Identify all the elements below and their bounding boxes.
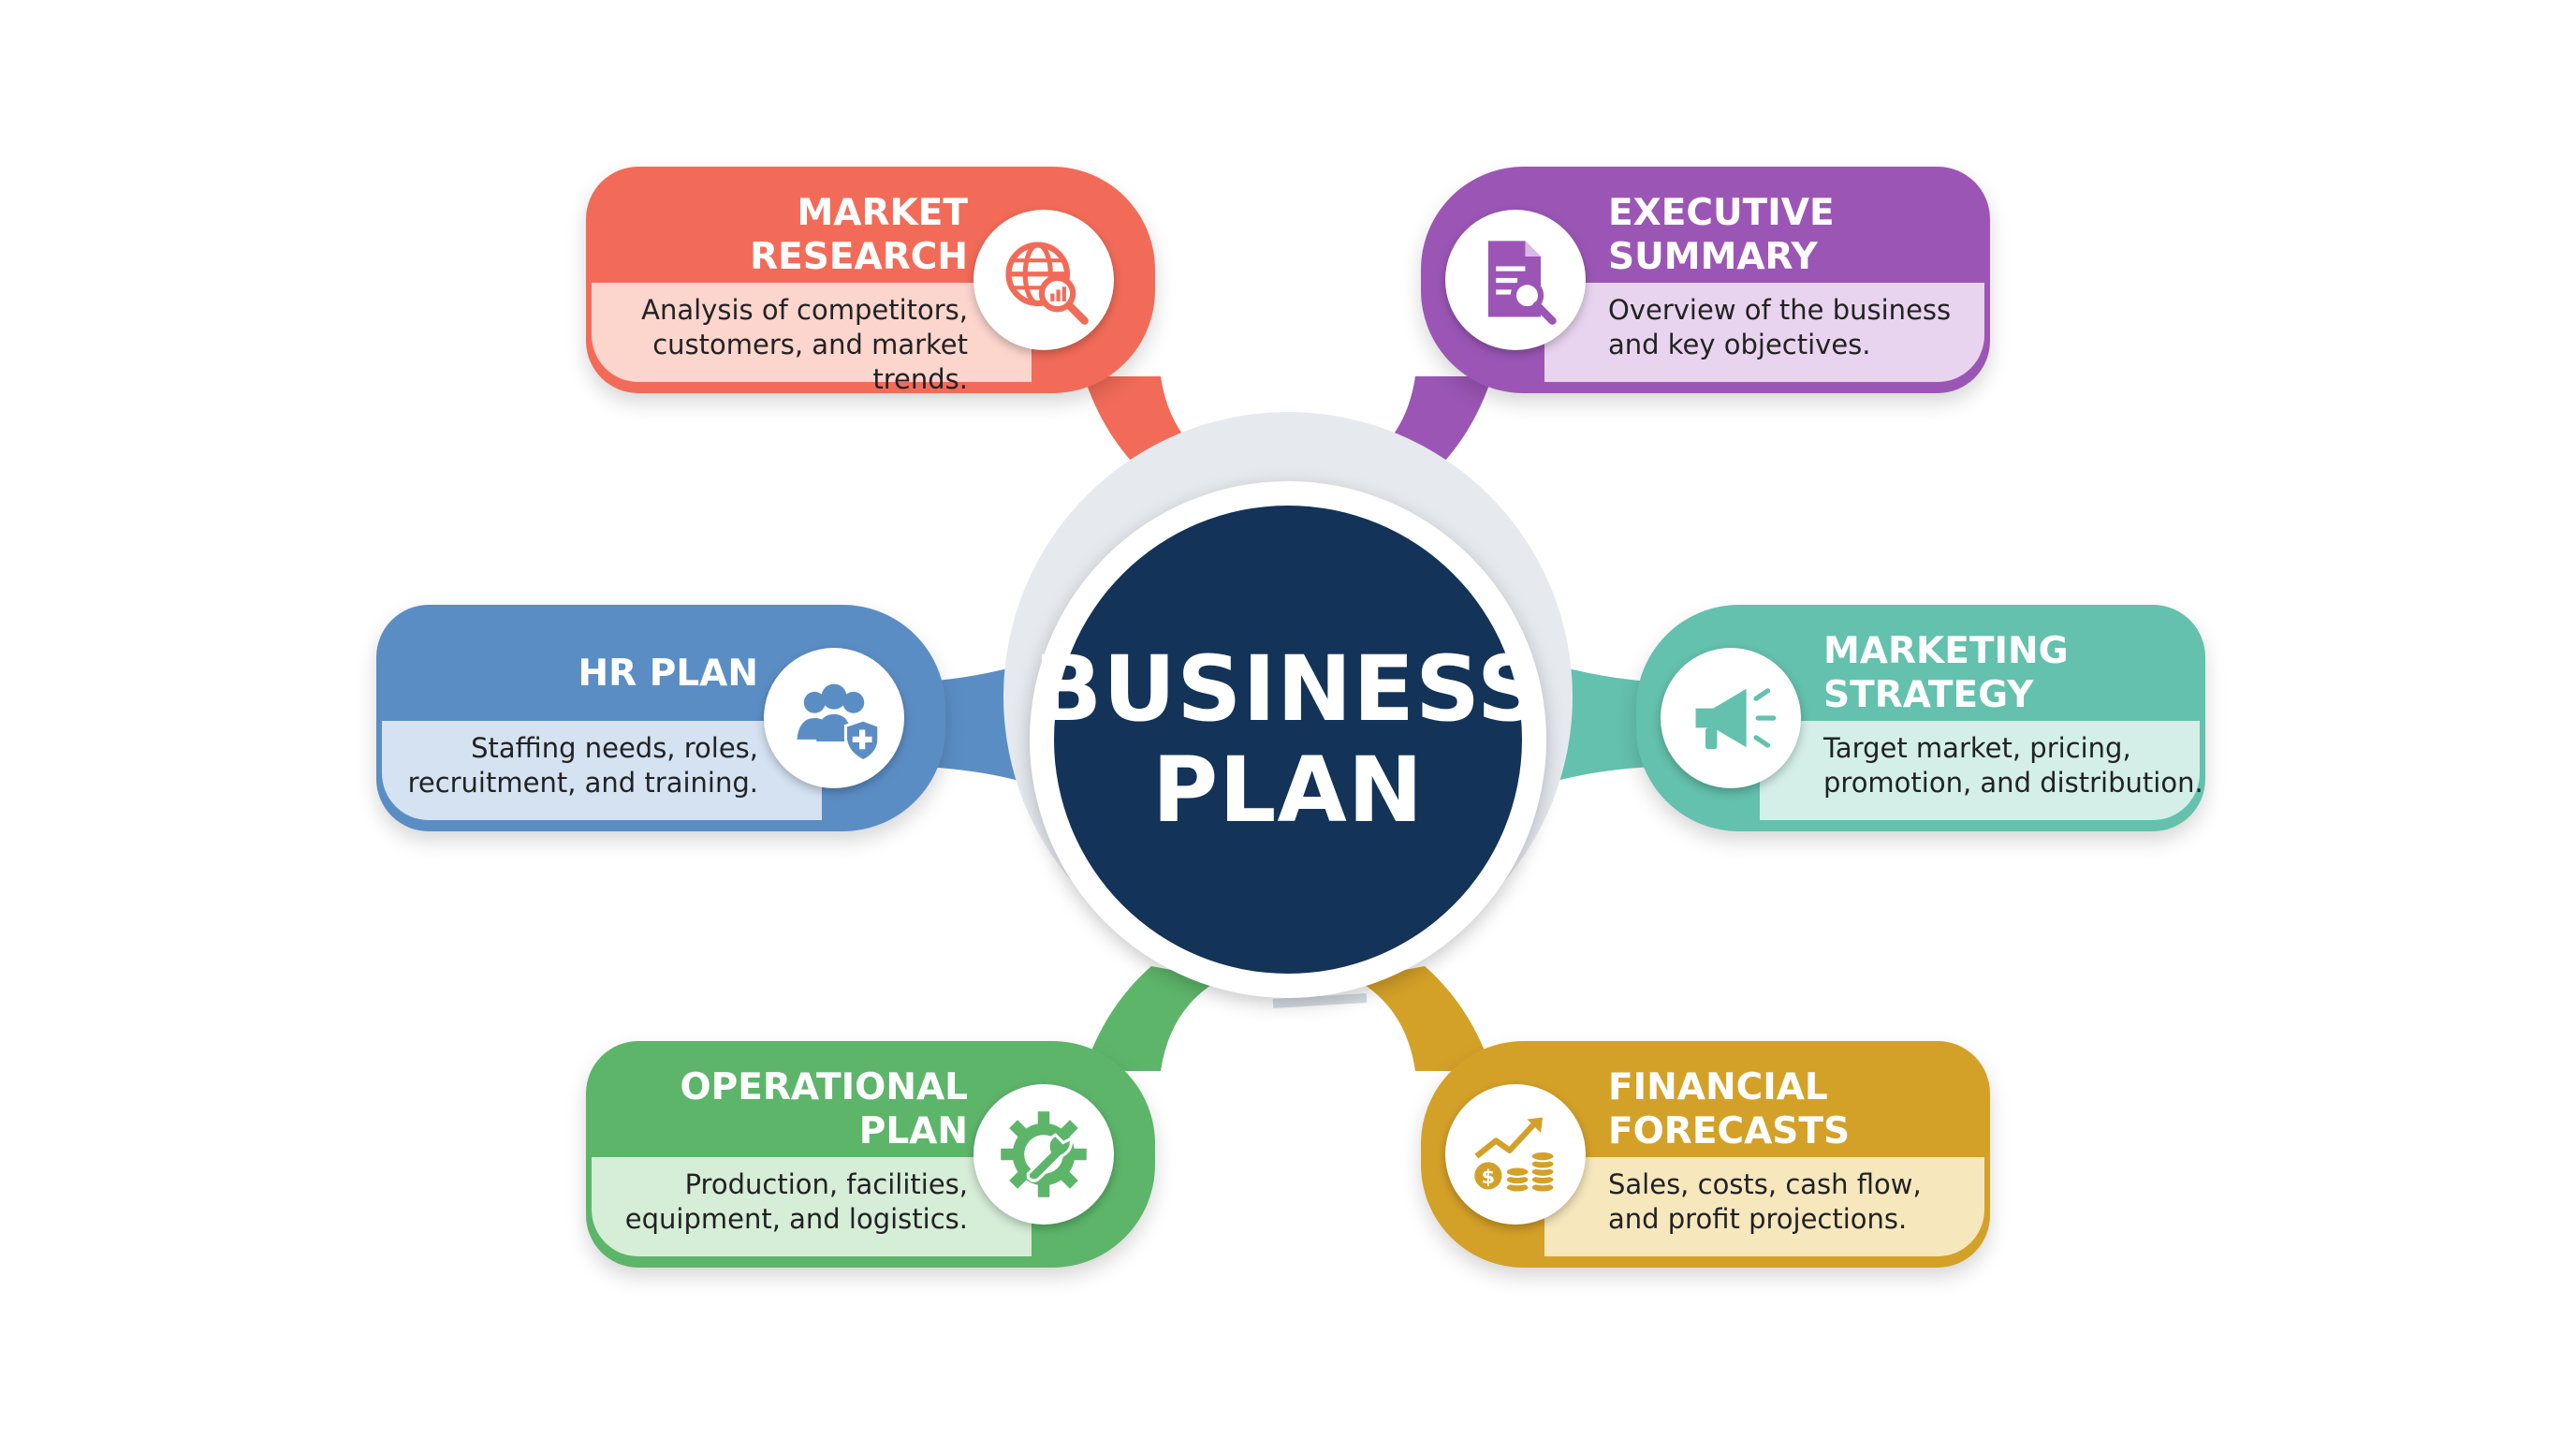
node-description: Overview of the business and key objecti…: [1608, 294, 1952, 360]
node-financial-forecasts[interactable]: FINANCIAL FORECASTS Sales, costs, cash f…: [1421, 1041, 1990, 1268]
center-hub[interactable]: BUSINESS PLAN: [1033, 506, 1542, 974]
node-description-strip: [592, 283, 1032, 382]
node-title: HR PLAN: [578, 653, 758, 695]
gear-wrench-icon: [973, 1084, 1114, 1225]
cycle-arrow-bottom: [1272, 993, 1368, 1008]
document-search-icon: [1445, 210, 1586, 350]
node-description: Staffing needs, roles, recruitment, and …: [407, 732, 758, 799]
node-operational-plan[interactable]: OPERATIONAL PLAN Production, facilities,…: [586, 1041, 1155, 1268]
node-title: MARKET RESEARCH: [750, 192, 968, 278]
connector-financial-forecasts: [1355, 966, 1492, 1071]
node-description-strip: [592, 1157, 1032, 1256]
node-marketing-strategy[interactable]: MARKETING STRATEGY Target market, pricin…: [1636, 605, 2205, 831]
node-description-strip: [1544, 1157, 1984, 1256]
megaphone-icon: [1661, 648, 1801, 788]
node-title: OPERATIONAL PLAN: [680, 1066, 968, 1152]
node-title: MARKETING STRATEGY: [1823, 630, 2069, 716]
node-description-strip: [1544, 283, 1984, 382]
node-description: Production, facilities, equipment, and l…: [624, 1168, 968, 1235]
coins-growth-icon: $: [1445, 1084, 1586, 1225]
node-description-strip: [382, 721, 822, 820]
node-description: Sales, costs, cash flow, and profit proj…: [1608, 1168, 1922, 1235]
center-title: BUSINESS PLAN: [1033, 637, 1543, 843]
node-title: FINANCIAL FORECASTS: [1608, 1066, 1851, 1152]
node-description-strip: [1760, 721, 2200, 820]
connector-operational-plan: [1084, 966, 1221, 1071]
team-shield-icon: [764, 648, 904, 788]
node-hr-plan[interactable]: HR PLAN Staffing needs, roles, recruitme…: [376, 605, 945, 831]
globe-search-icon: [973, 210, 1114, 350]
node-executive-summary[interactable]: EXECUTIVE SUMMARY Overview of the busine…: [1421, 167, 1990, 393]
svg-text:$: $: [1482, 1166, 1495, 1188]
node-market-research[interactable]: MARKET RESEARCH Analysis of competitors,…: [586, 167, 1155, 395]
node-description: Target market, pricing, promotion, and d…: [1823, 732, 2203, 799]
node-description: Analysis of competitors, customers, and …: [641, 294, 968, 395]
node-title: EXECUTIVE SUMMARY: [1608, 192, 1835, 278]
